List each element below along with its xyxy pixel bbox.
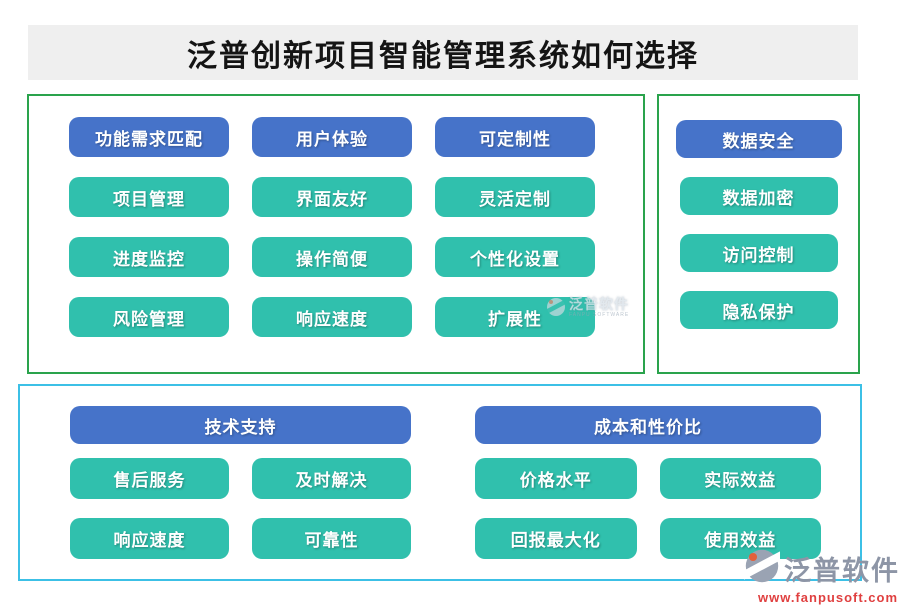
group-item: 数据加密 — [679, 177, 838, 215]
brand-url: www.fanpusoft.com — [758, 590, 899, 605]
group-item: 价格水平 — [475, 458, 637, 499]
group-item: 响应速度 — [70, 518, 229, 559]
page-title: 泛普创新项目智能管理系统如何选择 — [28, 25, 858, 80]
group-header-tech-support: 技术支持 — [70, 406, 411, 444]
group-header-feature-match: 功能需求匹配 — [69, 117, 229, 157]
group-item: 隐私保护 — [679, 291, 838, 329]
group-user-experience: 用户体验 界面友好 操作简便 响应速度 — [252, 117, 412, 372]
brand-name: 泛普软件 — [784, 556, 900, 586]
group-item: 灵活定制 — [435, 177, 595, 217]
group-item: 个性化设置 — [435, 237, 595, 277]
panel-data-security: 数据安全 数据加密 访问控制 隐私保护 — [657, 94, 860, 374]
group-item: 及时解决 — [252, 458, 411, 499]
group-header-user-experience: 用户体验 — [252, 117, 412, 157]
group-header-customizability: 可定制性 — [435, 117, 595, 157]
group-item: 扩展性 — [435, 297, 595, 337]
group-item: 响应速度 — [252, 297, 412, 337]
group-item: 界面友好 — [252, 177, 412, 217]
group-customizability: 可定制性 灵活定制 个性化设置 扩展性 — [435, 117, 595, 372]
group-cost-value: 成本和性价比 价格水平 实际效益 回报最大化 使用效益 — [475, 406, 821, 559]
group-item: 售后服务 — [70, 458, 229, 499]
group-item: 实际效益 — [659, 458, 821, 499]
group-item: 风险管理 — [69, 297, 229, 337]
group-item: 操作简便 — [252, 237, 412, 277]
fanpu-logo-icon — [739, 548, 785, 589]
group-item: 项目管理 — [69, 177, 229, 217]
brand-logo: 泛普软件 www.fanpusoft.com — [739, 548, 900, 605]
group-header-data-security: 数据安全 — [675, 120, 842, 158]
group-tech-support: 技术支持 售后服务 及时解决 响应速度 可靠性 — [70, 406, 411, 559]
panel-support-and-cost: 技术支持 售后服务 及时解决 响应速度 可靠性 成本和性价比 价格水平 实际效益… — [18, 384, 862, 581]
group-header-cost-value: 成本和性价比 — [475, 406, 821, 444]
group-item: 进度监控 — [69, 237, 229, 277]
group-item: 访问控制 — [679, 234, 838, 272]
group-item: 可靠性 — [252, 518, 411, 559]
group-item: 回报最大化 — [475, 518, 637, 559]
group-feature-match: 功能需求匹配 项目管理 进度监控 风险管理 — [69, 117, 229, 372]
panel-main-criteria: 功能需求匹配 项目管理 进度监控 风险管理 用户体验 界面友好 操作简便 响应速… — [27, 94, 645, 374]
group-item: 使用效益 — [659, 518, 821, 559]
